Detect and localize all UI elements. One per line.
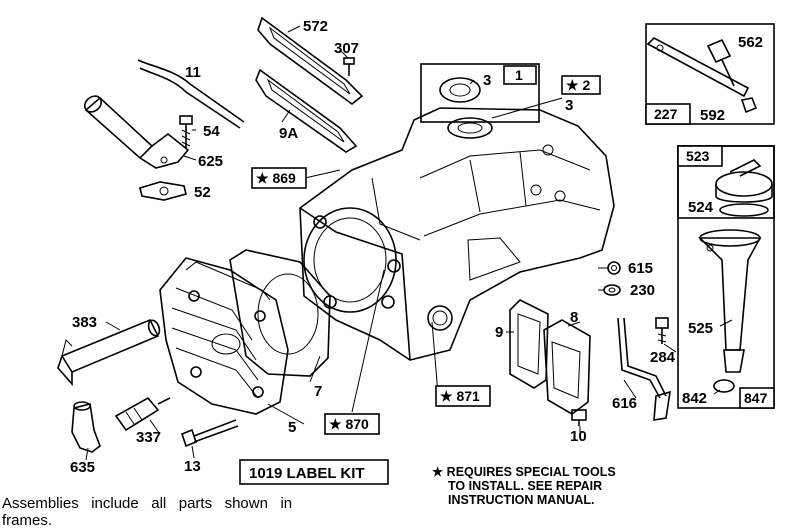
label-635: 635 (70, 459, 95, 476)
label-5: 5 (288, 419, 296, 436)
label-592: 592 (700, 107, 725, 124)
label-842: 842 (682, 390, 707, 407)
head-gasket-7-drawing (229, 249, 331, 377)
label-524: 524 (688, 199, 714, 216)
rod-616-drawing (617, 317, 671, 421)
label-227: 227 (654, 106, 678, 122)
bolt-13-drawing (181, 419, 239, 448)
label-8: 8 (570, 309, 578, 326)
special-tools-line-2: TO INSTALL. SEE REPAIR (448, 479, 602, 493)
label-871: ★ 871 (440, 388, 480, 404)
cover-635-drawing (71, 401, 101, 453)
tool-383-drawing (57, 318, 161, 387)
breather-625-drawing (83, 95, 190, 169)
screw-10-drawing (571, 409, 587, 426)
cover-8-drawing (543, 319, 591, 415)
spark-plug-337-drawing (114, 396, 171, 432)
label-523: 523 (686, 148, 710, 164)
dipstick-cap-523-drawing (715, 159, 773, 203)
label-9a: 9A (279, 125, 298, 142)
gasket-572-drawing (257, 16, 364, 106)
label-307: 307 (334, 40, 359, 57)
label-11: 11 (185, 64, 201, 81)
tube-11-drawing (137, 59, 245, 129)
label-13: 13 (184, 458, 201, 475)
label-870: ★ 870 (329, 416, 369, 432)
special-tools-line-1: ★ REQUIRES SPECIAL TOOLS (432, 465, 616, 479)
label-10: 10 (570, 428, 587, 445)
screw-307-drawing (343, 57, 355, 76)
label-box-847 (739, 387, 775, 409)
oil-seal-3-drawing (439, 77, 481, 103)
cylinder-head-5-drawing (159, 257, 289, 415)
label-572: 572 (303, 18, 328, 35)
gasket-9-drawing (509, 299, 549, 389)
label-box-2 (561, 75, 601, 95)
label-box-871 (435, 385, 491, 407)
washer-230-drawing (603, 284, 621, 296)
frame-dipstick-847 (677, 145, 775, 409)
nut-615-drawing (607, 261, 621, 275)
dipstick-tube-525-drawing (698, 229, 762, 373)
label-562: 562 (738, 34, 763, 51)
label-box-870 (324, 413, 380, 435)
screw-284-drawing (655, 317, 669, 344)
label-847: 847 (744, 390, 768, 406)
label-2: ★ 2 (566, 77, 590, 93)
label-3-top: 3 (483, 72, 491, 89)
label-625: 625 (198, 153, 223, 170)
leader-lines (85, 25, 733, 461)
assemblies-line-1: Assemblies include all parts shown in (2, 495, 292, 512)
label-337: 337 (136, 429, 161, 446)
special-tools-line-3: INSTRUCTION MANUAL. (448, 493, 595, 507)
assemblies-line-2: frames. (2, 512, 52, 529)
label-kit-box (239, 459, 389, 485)
seal-524-drawing (719, 203, 769, 217)
label-9: 9 (495, 324, 503, 341)
part-labels: 572 307 11 54 9A 625 52 3 1 ★ 2 3 ★ 869 … (70, 18, 768, 476)
label-383: 383 (72, 314, 97, 331)
frame-bracket-227 (645, 23, 775, 125)
bracket-562-drawing (646, 37, 758, 114)
label-230: 230 (630, 282, 655, 299)
gasket-52-drawing (139, 181, 187, 201)
label-52: 52 (194, 184, 211, 201)
label-54: 54 (203, 123, 220, 140)
label-3-side: 3 (565, 97, 573, 114)
special-tools-note: ★ REQUIRES SPECIAL TOOLS TO INSTALL. SEE… (432, 465, 616, 507)
label-box-523 (677, 145, 723, 167)
label-284: 284 (650, 349, 676, 366)
label-615: 615 (628, 260, 653, 277)
label-kit-text: 1019 LABEL KIT (249, 465, 365, 482)
label-7: 7 (314, 383, 322, 400)
frame-crankcase-1 (420, 63, 540, 123)
label-box-1 (503, 65, 537, 85)
label-box-227 (645, 103, 691, 125)
label-616: 616 (612, 395, 637, 412)
label-box-869 (251, 167, 307, 189)
label-869: ★ 869 (256, 170, 296, 186)
label-1: 1 (515, 67, 523, 83)
o-ring-842-drawing (713, 379, 735, 393)
screw-54-drawing (179, 115, 193, 148)
label-525: 525 (688, 320, 713, 337)
assemblies-note: Assemblies include all parts shown in fr… (2, 495, 292, 529)
gasket-9a-drawing (255, 68, 358, 153)
cylinder-block-drawing (299, 107, 615, 361)
